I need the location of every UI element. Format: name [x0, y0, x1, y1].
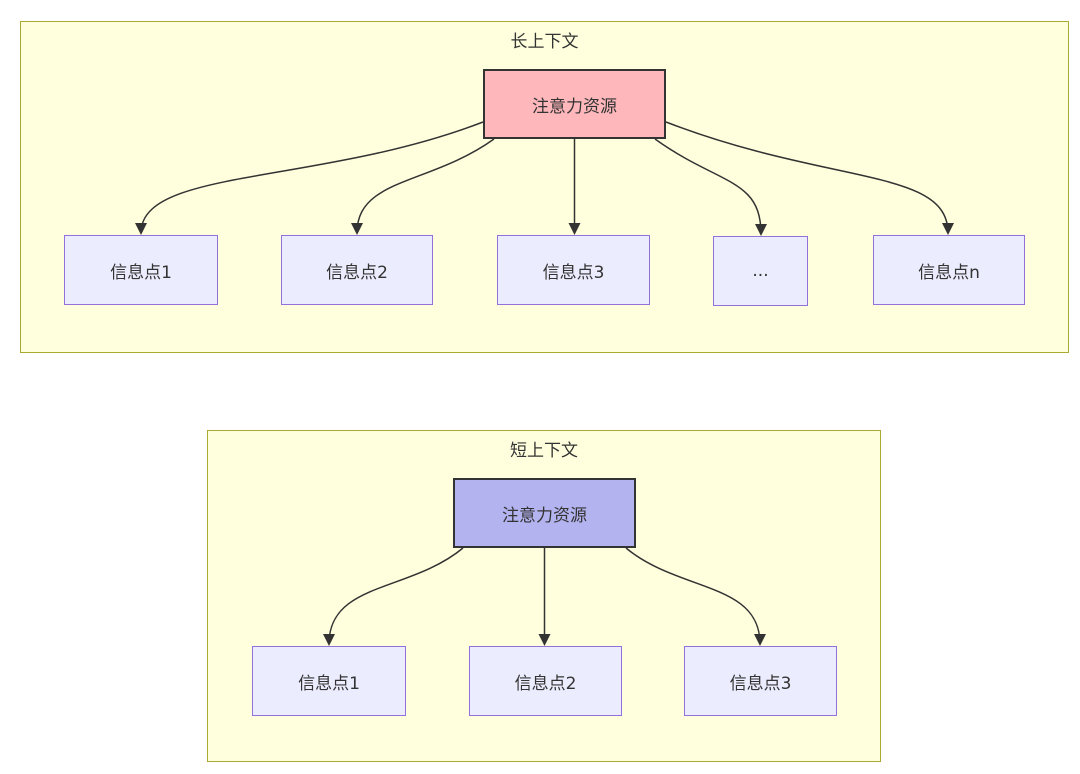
- node-attention-short: 注意力资源: [453, 478, 636, 548]
- panel-short-title: 短上下文: [510, 441, 578, 461]
- node-long-info-3: 信息点3: [497, 235, 650, 305]
- node-short-info-2: 信息点2: [469, 646, 622, 716]
- node-long-info-1: 信息点1: [64, 235, 218, 305]
- node-long-info-ellipsis: ...: [713, 236, 808, 306]
- node-attention-long: 注意力资源: [483, 69, 666, 139]
- node-long-info-2: 信息点2: [281, 235, 433, 305]
- node-long-info-n: 信息点n: [873, 235, 1025, 305]
- panel-long-title: 长上下文: [510, 32, 579, 52]
- node-short-info-3: 信息点3: [684, 646, 837, 716]
- node-short-info-1: 信息点1: [252, 646, 406, 716]
